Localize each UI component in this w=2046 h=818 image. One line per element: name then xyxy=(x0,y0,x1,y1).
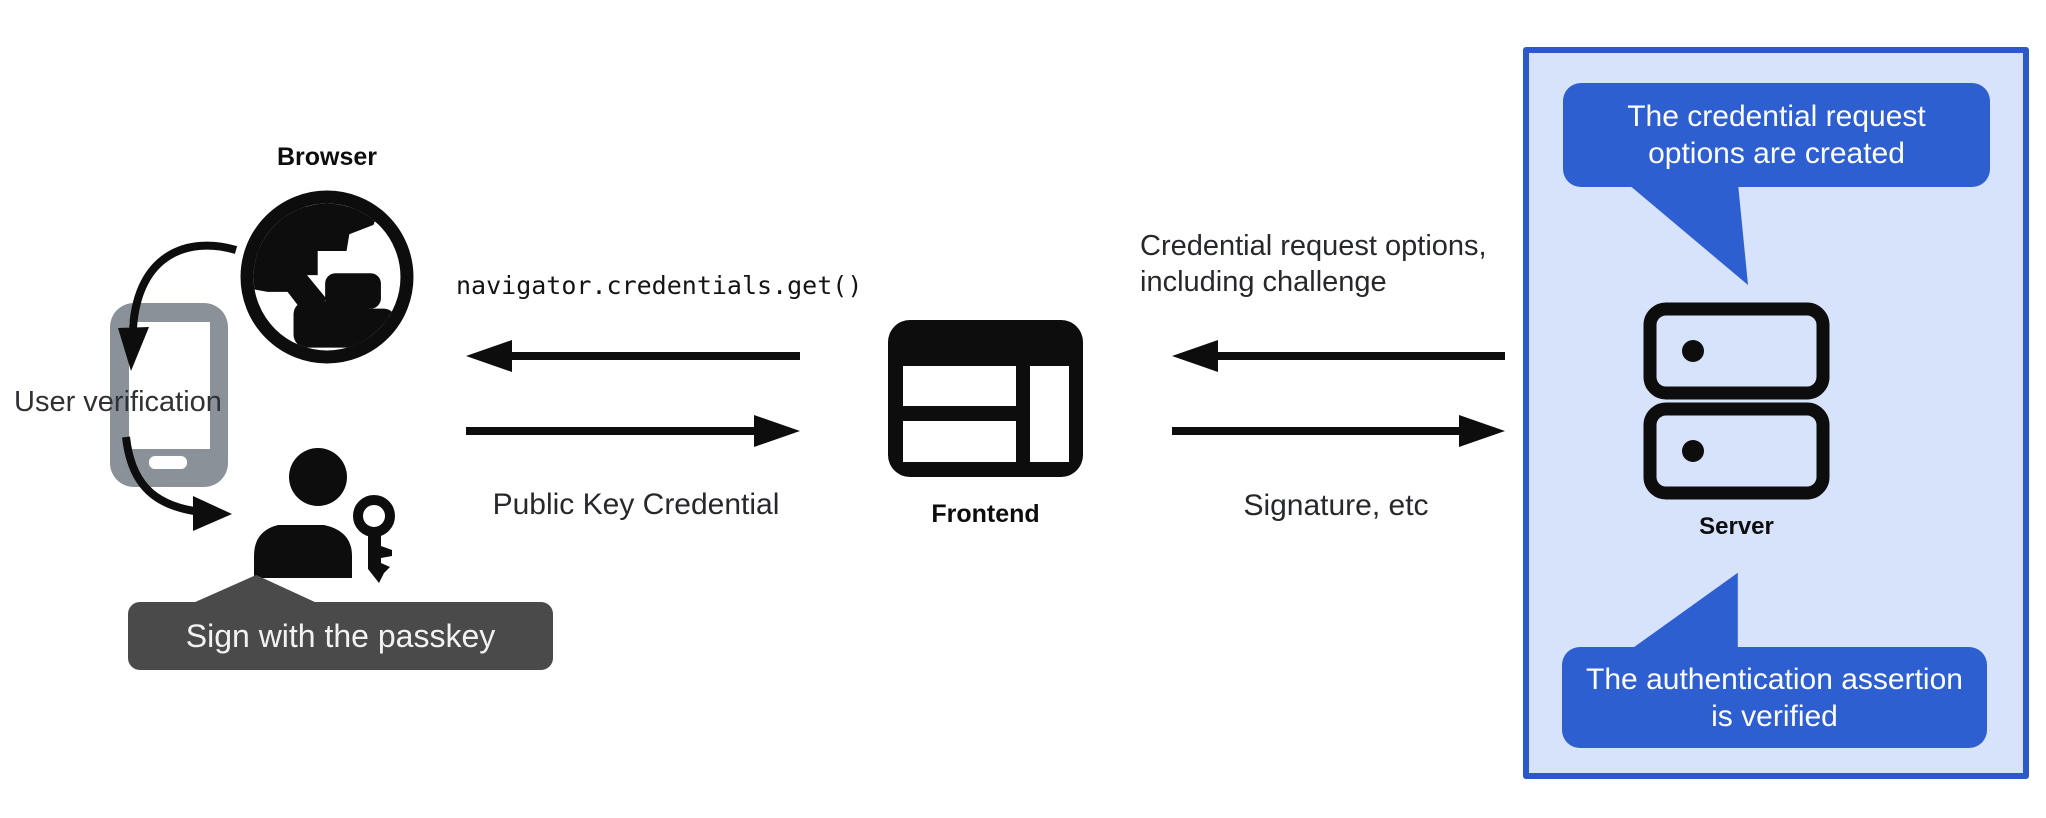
user-icon xyxy=(254,448,352,578)
key-icon xyxy=(353,495,395,583)
arrow-frontend-to-server-icon xyxy=(1172,415,1505,447)
arrow-server-to-frontend-icon xyxy=(1172,340,1505,372)
signature-etc-label: Signature, etc xyxy=(1243,489,1429,522)
arrow-frontend-to-browser-icon xyxy=(466,340,800,372)
navigator-credentials-get-label: navigator.credentials.get() xyxy=(456,271,863,300)
credential-request-options-label: Credential request options, including ch… xyxy=(1140,230,1487,298)
server-bubble-top: The credential request options are creat… xyxy=(1563,83,1990,187)
frontend-label: Frontend xyxy=(931,500,1040,528)
passkey-tooltip-notch xyxy=(193,575,317,603)
browser-label: Browser xyxy=(276,143,378,171)
frontend-window-icon xyxy=(888,320,1083,477)
user-verification-label: User verification xyxy=(14,386,222,418)
curved-arrow-phone-to-user-icon xyxy=(122,436,232,531)
server-bubble-bottom-text: The authentication assertion is verified xyxy=(1586,662,1963,733)
public-key-credential-label: Public Key Credential xyxy=(492,488,780,521)
arrow-browser-to-frontend-icon xyxy=(466,415,800,447)
server-label: Server xyxy=(1699,513,1774,540)
browser-globe-icon xyxy=(240,190,414,364)
passkey-tooltip: Sign with the passkey xyxy=(128,602,553,670)
curved-arrow-browser-to-phone-icon xyxy=(118,241,238,371)
server-bubble-top-text: The credential request options are creat… xyxy=(1627,100,1926,170)
server-bubble-bottom: The authentication assertion is verified xyxy=(1562,647,1987,748)
